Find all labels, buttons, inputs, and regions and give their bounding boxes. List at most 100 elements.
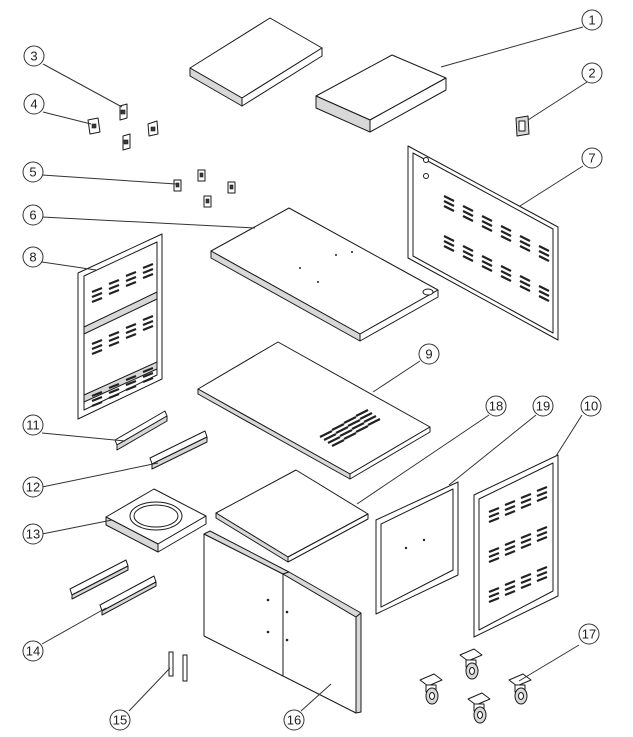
part-18-shelf [215,469,369,563]
vent-slot [536,570,548,578]
svg-text:12: 12 [26,480,40,495]
vent-slot [343,432,357,440]
callout-18: 18 [485,395,507,417]
vent-slot [488,506,500,514]
vent-slot [519,240,531,247]
vent-slot [91,395,103,403]
vent-slot [520,542,532,550]
vent-slot [323,433,337,441]
vent-slot [520,582,532,590]
svg-text:14: 14 [26,644,40,659]
vent-slot [142,262,154,270]
vent-slot [142,272,154,280]
callout-6: 6 [22,204,44,226]
svg-text:17: 17 [582,627,596,642]
part-16-double-doors [203,530,362,714]
callout-17: 17 [578,623,600,645]
vent-slot [504,504,516,512]
vent-slot [142,319,154,327]
part-14-hinge-bars [69,559,157,616]
vent-slot [536,535,548,543]
vent-slot [108,330,120,338]
vent-slot [520,537,532,545]
callout-13: 13 [22,523,44,545]
part-15-door-handles [168,651,188,682]
svg-text:15: 15 [113,713,127,728]
part-17-casters [419,648,532,724]
vent-slot [91,296,103,304]
svg-text:13: 13 [26,527,40,542]
callout-10: 10 [580,395,602,417]
vent-slot [142,376,154,384]
vent-slot [108,387,120,395]
vent-slot [500,270,512,277]
vent-slot [142,267,154,275]
vent-slot [500,275,512,282]
callout-9: 9 [418,343,440,365]
vent-slot [462,205,474,212]
part-3-clip [119,103,128,121]
part-11-rail [114,410,168,451]
vent-slot [108,382,120,390]
vent-slot [351,422,365,430]
vent-slot [142,371,154,379]
vent-slot [108,288,120,296]
svg-text:18: 18 [489,399,503,414]
vent-slot [520,577,532,585]
vent-slot [91,400,103,408]
vent-slot [125,327,137,335]
part-1-top-tray-left [189,17,323,107]
callout-1: 1 [581,9,603,31]
vent-slot [108,283,120,291]
vent-slot [462,250,474,257]
vent-slot [538,245,550,252]
vent-slot [519,245,531,252]
vent-slot [91,338,103,346]
vent-slot [343,416,357,424]
vent-slot [536,565,548,573]
vent-slot [536,525,548,533]
part-2-small-bracket [515,115,530,137]
vent-slot [500,235,512,242]
vent-slot [481,220,493,227]
vent-slot [519,235,531,242]
callout-14: 14 [22,640,44,662]
vent-slot [536,485,548,493]
svg-text:7: 7 [588,151,595,166]
vent-slot [91,286,103,294]
vent-slot [488,511,500,519]
svg-text:11: 11 [26,418,40,433]
svg-text:10: 10 [584,399,598,414]
vent-slot [91,343,103,351]
callout-8: 8 [22,246,44,268]
part-10-vented-panel [473,454,559,638]
vent-slot [500,225,512,232]
vent-slot [538,255,550,262]
vent-slot [91,291,103,299]
callout-2: 2 [581,62,603,84]
svg-text:6: 6 [29,208,36,223]
vent-slot [462,245,474,252]
vent-slot [327,436,341,444]
vent-slot [536,495,548,503]
vent-slot [504,584,516,592]
vent-slot [91,348,103,356]
part-1-top-tray-right [315,54,447,133]
vent-slot [538,285,550,292]
vent-slot [536,490,548,498]
vent-slot [443,205,455,212]
svg-text:5: 5 [29,165,36,180]
vent-slot [504,499,516,507]
vent-slot [347,419,361,427]
svg-text:4: 4 [30,97,37,112]
vent-slot [443,235,455,242]
vent-slot [520,572,532,580]
vent-slot [331,423,345,431]
vent-slot [125,270,137,278]
svg-text:3: 3 [30,49,37,64]
vent-slot [108,392,120,400]
vent-slot [443,200,455,207]
vent-slot [481,225,493,232]
vent-slot [481,260,493,267]
svg-text:2: 2 [588,66,595,81]
